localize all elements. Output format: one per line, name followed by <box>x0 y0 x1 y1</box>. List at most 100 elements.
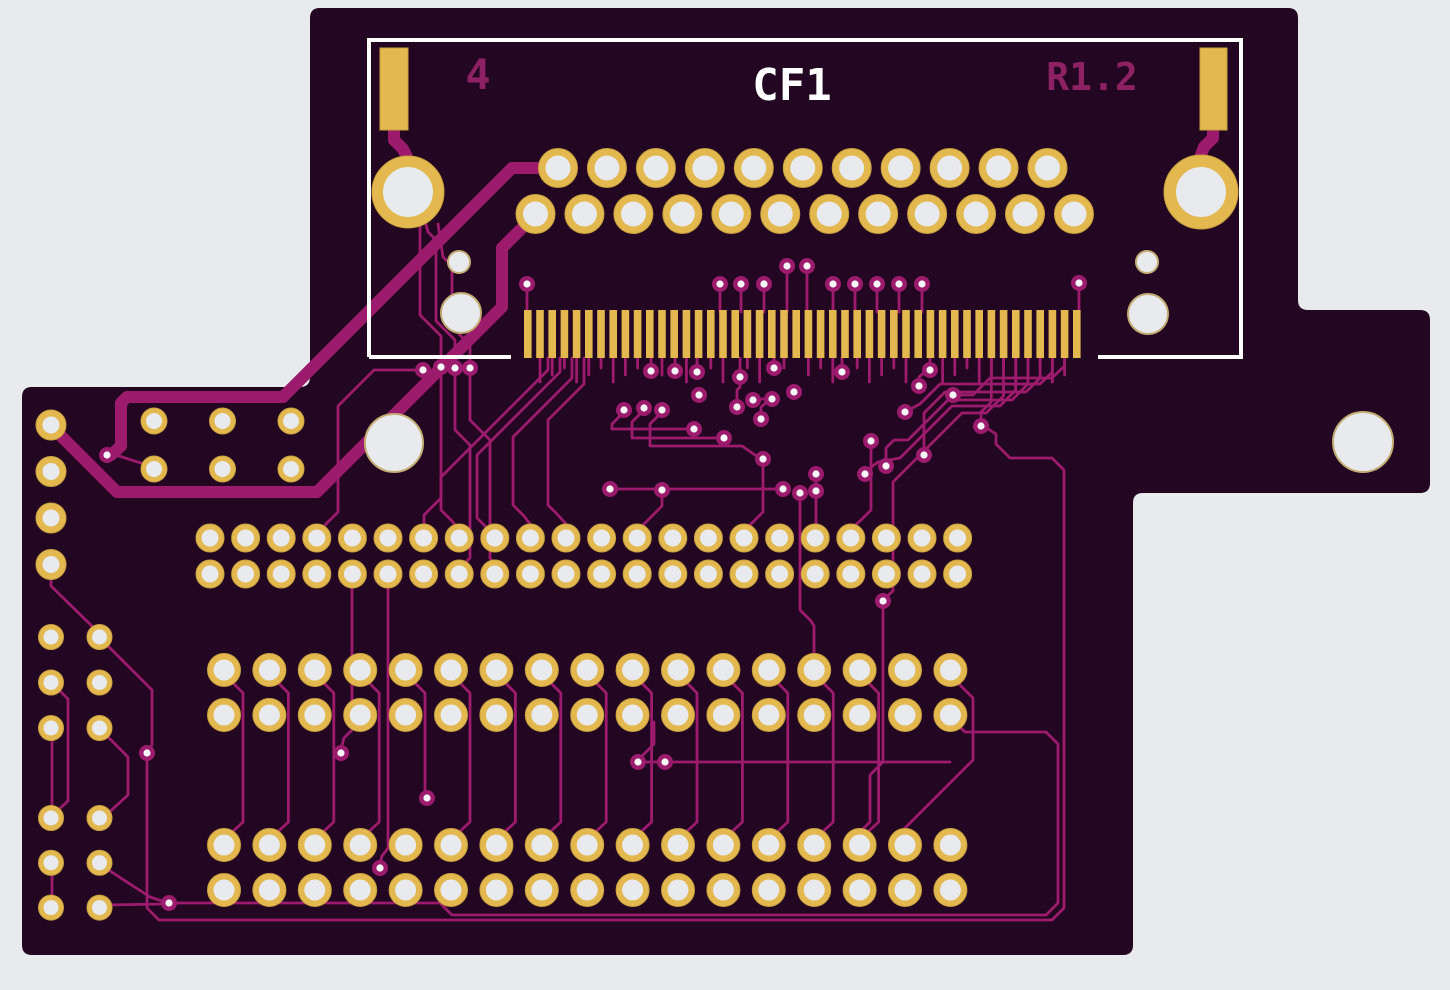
via-hole <box>759 455 767 463</box>
bot-row-2-hole <box>712 879 734 901</box>
bot-row-2-hole <box>531 879 553 901</box>
via-hole <box>634 758 642 766</box>
mid-row-1-hole <box>415 529 433 547</box>
copper-trace <box>979 356 993 425</box>
mid-row-1-hole <box>557 529 575 547</box>
card-edge-finger <box>743 310 752 358</box>
via-hole <box>165 899 173 907</box>
via-hole <box>915 382 923 390</box>
via-hole <box>895 280 903 288</box>
bot-row-2-hole <box>758 879 780 901</box>
mid-row-2-hole <box>593 565 611 583</box>
via-hole <box>523 280 531 288</box>
bot-row-1-hole <box>849 834 871 856</box>
left-pair-a-bot-hole <box>43 810 59 826</box>
mid-row-1-hole <box>486 529 504 547</box>
copper-trace <box>388 120 413 163</box>
mid-row-2-hole <box>877 565 895 583</box>
low-row-1-hole <box>304 659 326 681</box>
bot-row-1-hole <box>304 834 326 856</box>
card-edge-finger <box>536 310 544 358</box>
silkscreen-layer <box>367 38 1243 359</box>
card-edge-finger <box>1012 310 1020 358</box>
card-edge-finger <box>829 310 837 358</box>
mid-row-1-hole <box>842 529 860 547</box>
mid-row-2-hole <box>771 565 789 583</box>
bot-row-2-hole <box>939 879 961 901</box>
card-edge-finger <box>841 310 849 358</box>
copper-trace <box>422 365 443 536</box>
mid-row-1-hole <box>877 529 895 547</box>
left-pair-b-bot-hole <box>92 900 107 916</box>
cf-top-row-2-hole <box>1012 201 1038 227</box>
low-row-1-hole <box>758 659 780 681</box>
low-row-2-hole <box>531 704 553 726</box>
left-edge-col-hole <box>42 556 60 573</box>
low-row-2-hole <box>758 704 780 726</box>
mid-row-1-hole <box>735 529 753 547</box>
left-pair-b-top-hole <box>92 675 107 690</box>
via-hole <box>690 425 698 433</box>
via-hole <box>918 280 926 288</box>
via-hole <box>376 864 384 872</box>
card-edge-finger <box>633 310 642 358</box>
via-hole <box>873 280 881 288</box>
mid-row-1-hole <box>771 529 789 547</box>
smd-pad <box>1199 47 1228 131</box>
low-row-1-hole <box>485 659 507 681</box>
copper-trace <box>636 720 656 762</box>
mid-row-1-hole <box>593 529 611 547</box>
low-row-2-hole <box>576 704 598 726</box>
via-hole <box>733 403 741 411</box>
via-hole <box>143 749 151 757</box>
drill-hole <box>1332 411 1394 473</box>
bot-row-1-hole <box>576 834 598 856</box>
group-row-2-hole <box>283 461 299 477</box>
via-hole <box>949 391 957 399</box>
via-hole <box>620 406 628 414</box>
drill-hole <box>364 413 424 473</box>
via-hole <box>103 451 111 459</box>
via-hole <box>640 404 648 412</box>
mid-row-1-hole <box>343 529 361 547</box>
drill-hole <box>1127 293 1169 335</box>
cf-top-row-2-hole <box>1061 201 1087 227</box>
cf-top-row-1-hole <box>986 155 1012 181</box>
cf-top-row-1-hole <box>643 155 669 181</box>
mid-row-2-hole <box>949 565 967 583</box>
card-edge-finger <box>975 310 983 358</box>
drill-hole <box>440 292 482 334</box>
via-hole <box>783 262 791 270</box>
cf-top-row-1-hole <box>692 155 718 181</box>
card-edge-finger <box>865 310 874 358</box>
copper-trace <box>339 578 354 751</box>
card-edge-finger <box>1048 310 1057 358</box>
bot-row-1-hole <box>894 834 916 856</box>
via-hole <box>451 364 459 372</box>
via-hole <box>760 280 768 288</box>
cf-top-row-2-hole <box>571 201 597 227</box>
card-edge-finger <box>658 310 666 358</box>
low-row-2-hole <box>622 704 644 726</box>
cf-top-row-1-hole <box>741 155 767 181</box>
bot-row-1-hole <box>258 834 280 856</box>
via-hole <box>658 486 666 494</box>
low-row-2-hole <box>803 704 825 726</box>
mid-row-1-hole <box>521 529 539 547</box>
cf-top-row-2-hole <box>865 201 891 227</box>
card-edge-finger <box>963 310 971 358</box>
mid-row-1-hole <box>237 529 255 547</box>
low-row-2-hole <box>849 704 871 726</box>
low-row-1-hole <box>440 659 462 681</box>
card-edge-finger <box>1073 310 1081 358</box>
bot-row-1-hole <box>622 834 644 856</box>
copper-trace <box>45 209 541 498</box>
via-hole <box>647 367 655 375</box>
copper-trace <box>378 580 390 866</box>
card-edge-finger <box>609 310 617 358</box>
bot-row-2-hole <box>395 879 417 901</box>
mid-row-2-hole <box>842 565 860 583</box>
cf-top-row-1-hole <box>888 155 914 181</box>
group-row-1-hole <box>283 413 299 429</box>
bot-row-2-hole <box>622 879 644 901</box>
